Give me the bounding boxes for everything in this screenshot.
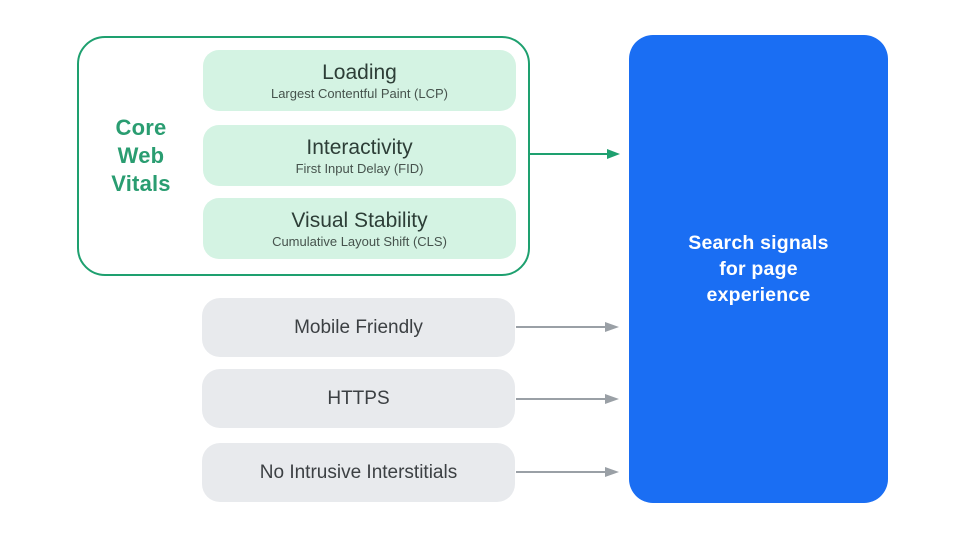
- arrow-head-icon: [607, 149, 620, 159]
- core-web-vitals-label-line: Core: [115, 115, 167, 140]
- arrow-shaft: [516, 326, 605, 328]
- vital-subtitle: Cumulative Layout Shift (CLS): [272, 233, 447, 249]
- vital-subtitle: Largest Contentful Paint (LCP): [270, 85, 449, 101]
- arrow-shaft: [516, 398, 605, 400]
- arrow-head-icon: [605, 394, 619, 404]
- core-web-vitals-label: Core Web Vitals: [91, 114, 191, 198]
- core-web-vitals-arrow-icon: [530, 149, 620, 159]
- signal-label: Mobile Friendly: [294, 316, 423, 338]
- no-intrusive-interstitials-arrow-icon: [516, 467, 619, 477]
- signal-card-no-intrusive-interstitials: No Intrusive Interstitials: [202, 443, 515, 502]
- core-web-vitals-label-line: Web: [117, 143, 165, 168]
- arrow-shaft: [516, 471, 605, 473]
- mobile-friendly-arrow-icon: [516, 322, 619, 332]
- signal-card-https: HTTPS: [202, 369, 515, 428]
- search-signals-title: Search signals for page experience: [688, 230, 828, 308]
- search-signals-panel: Search signals for page experience: [629, 35, 888, 503]
- https-arrow-icon: [516, 394, 619, 404]
- vital-title: Visual Stability: [291, 208, 428, 232]
- arrow-head-icon: [605, 322, 619, 332]
- arrow-shaft: [530, 152, 607, 156]
- vital-subtitle: First Input Delay (FID): [295, 160, 424, 176]
- search-signals-title-line: for page: [719, 258, 798, 280]
- arrow-head-icon: [605, 467, 619, 477]
- vital-title: Interactivity: [306, 135, 413, 159]
- vital-card-loading: Loading Largest Contentful Paint (LCP): [203, 50, 516, 111]
- core-web-vitals-label-line: Vitals: [111, 171, 171, 196]
- search-signals-title-line: Search signals: [688, 232, 829, 254]
- vital-card-interactivity: Interactivity First Input Delay (FID): [203, 125, 516, 186]
- search-signals-title-line: experience: [706, 284, 811, 306]
- vital-card-visual-stability: Visual Stability Cumulative Layout Shift…: [203, 198, 516, 259]
- signal-label: HTTPS: [327, 387, 390, 409]
- signal-card-mobile-friendly: Mobile Friendly: [202, 298, 515, 357]
- signal-label: No Intrusive Interstitials: [259, 461, 458, 483]
- vital-title: Loading: [322, 60, 397, 84]
